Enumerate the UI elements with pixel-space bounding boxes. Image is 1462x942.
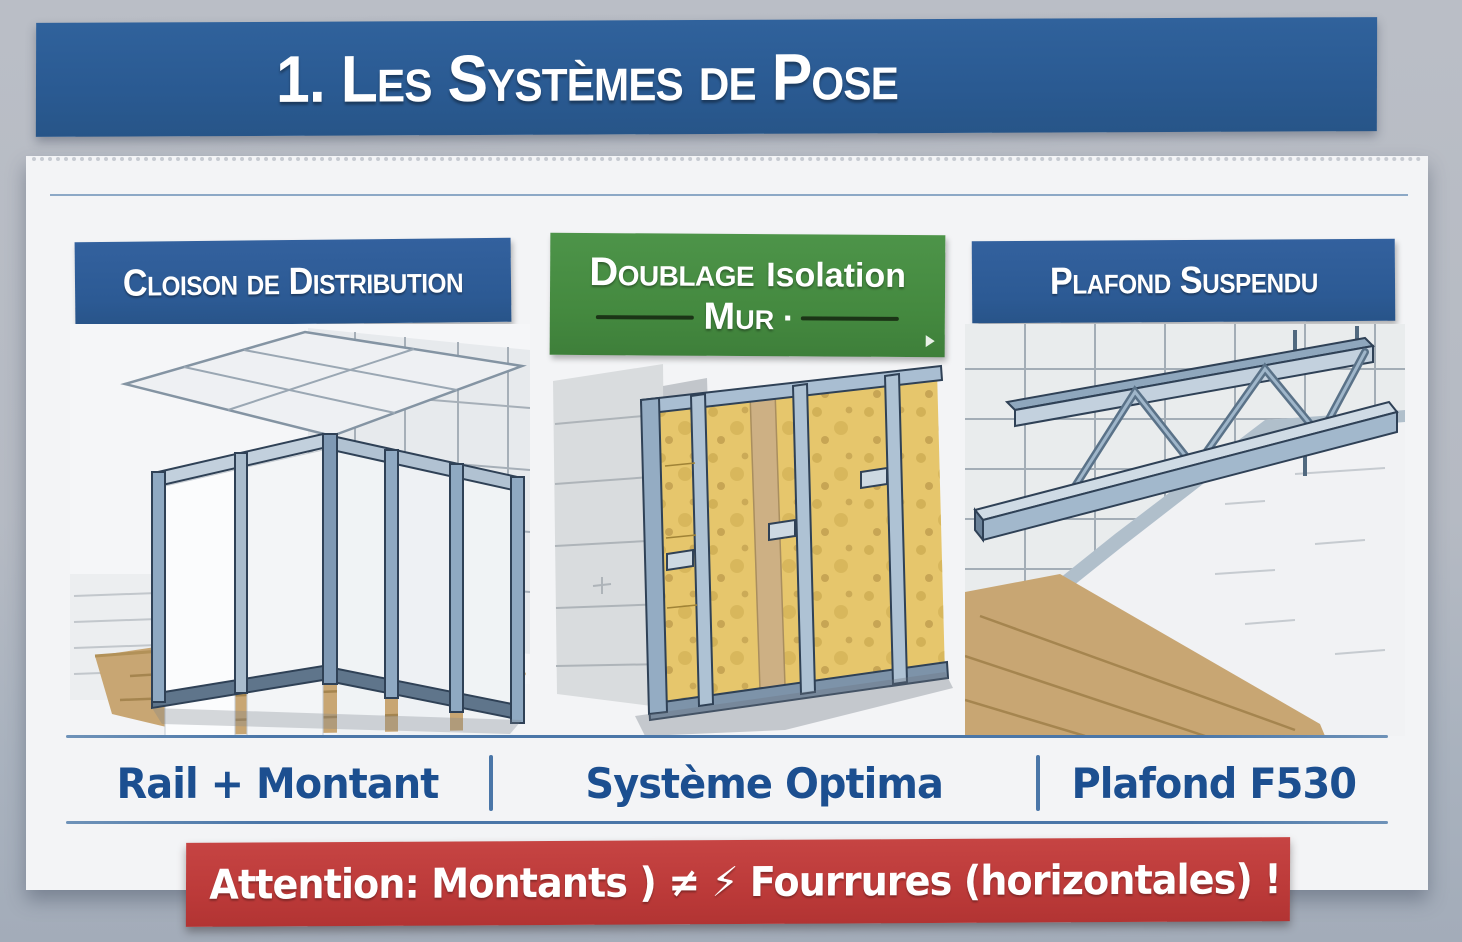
doublage-banner-rest: Isolation [766, 256, 907, 295]
caption-cell-plafond: Plafond F530 [1040, 759, 1388, 808]
caption-systeme-optima: Système Optima [585, 758, 945, 808]
caption-divider [1036, 755, 1040, 811]
caption-plafond-f530: Plafond F530 [1071, 758, 1358, 808]
caption-divider [489, 755, 493, 811]
cloison-banner: Cloison de Distribution [74, 237, 512, 327]
square-bullet: ▪ [784, 306, 792, 329]
wall-doubling-insulation-illustration [553, 364, 953, 736]
plafond-banner-label: Plafond Suspendu [1049, 258, 1318, 303]
small-arrow-mark [925, 335, 935, 348]
caption-rail-montant: Rail + Montant [116, 758, 440, 808]
doublage-banner-strong: Doublage [589, 250, 755, 296]
suspended-ceiling-illustration [965, 324, 1405, 736]
caption-cell-doublage: Système Optima [493, 759, 1036, 808]
warning-banner: Attention: Montants ) ≠ ⚡ Fourrures (hor… [185, 837, 1291, 927]
doublage-banner-mur: Mur [703, 295, 775, 339]
card-top-rule [50, 194, 1408, 196]
dash-line-left [595, 314, 694, 320]
content-card: Cloison de Distribution Doublage Isolati… [26, 156, 1428, 890]
doublage-banner: Doublage Isolation Mur ▪ [549, 232, 946, 358]
caption-cell-cloison: Rail + Montant [66, 759, 489, 808]
plafond-banner: Plafond Suspendu [971, 238, 1396, 324]
cloison-banner-label: Cloison de Distribution [122, 258, 464, 305]
caption-rule-top [66, 735, 1388, 738]
caption-rule-bottom [66, 821, 1388, 824]
page-title: 1. Les Systèmes de Pose [275, 39, 898, 116]
caption-row: Rail + Montant Système Optima Plafond F5… [66, 748, 1388, 818]
title-banner: 1. Les Systèmes de Pose [35, 17, 1378, 137]
warning-text: Attention: Montants ) ≠ ⚡ Fourrures (hor… [209, 855, 1281, 909]
doublage-banner-line1: Doublage Isolation [589, 250, 906, 297]
dash-line-right [801, 315, 900, 321]
metal-stud-partition-illustration [70, 324, 530, 736]
doublage-banner-line2: Mur ▪ [595, 295, 900, 340]
